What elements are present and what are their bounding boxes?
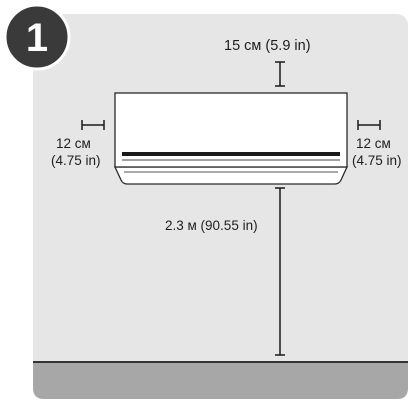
top-clearance-label: 15 см (5.9 in) (224, 38, 311, 54)
indoor-unit (113, 92, 349, 185)
unit-air-outlet (122, 152, 340, 156)
step-number: 1 (26, 16, 48, 60)
left-clearance-marker (81, 120, 105, 130)
left-clearance-cm: 12 см (56, 136, 91, 151)
right-clearance-in: (4.75 in) (352, 153, 402, 168)
top-clearance-marker (275, 61, 285, 87)
unit-bottom-panel (113, 166, 349, 185)
wall (33, 14, 408, 399)
right-clearance-cm: 12 см (356, 136, 391, 151)
floor (33, 362, 408, 399)
floor-clearance-label: 2.3 м (90.55 in) (165, 218, 258, 233)
floor-clearance-marker (275, 187, 285, 356)
left-clearance-in: (4.75 in) (51, 153, 101, 168)
step-badge (3, 3, 71, 71)
right-clearance-marker (357, 120, 381, 130)
